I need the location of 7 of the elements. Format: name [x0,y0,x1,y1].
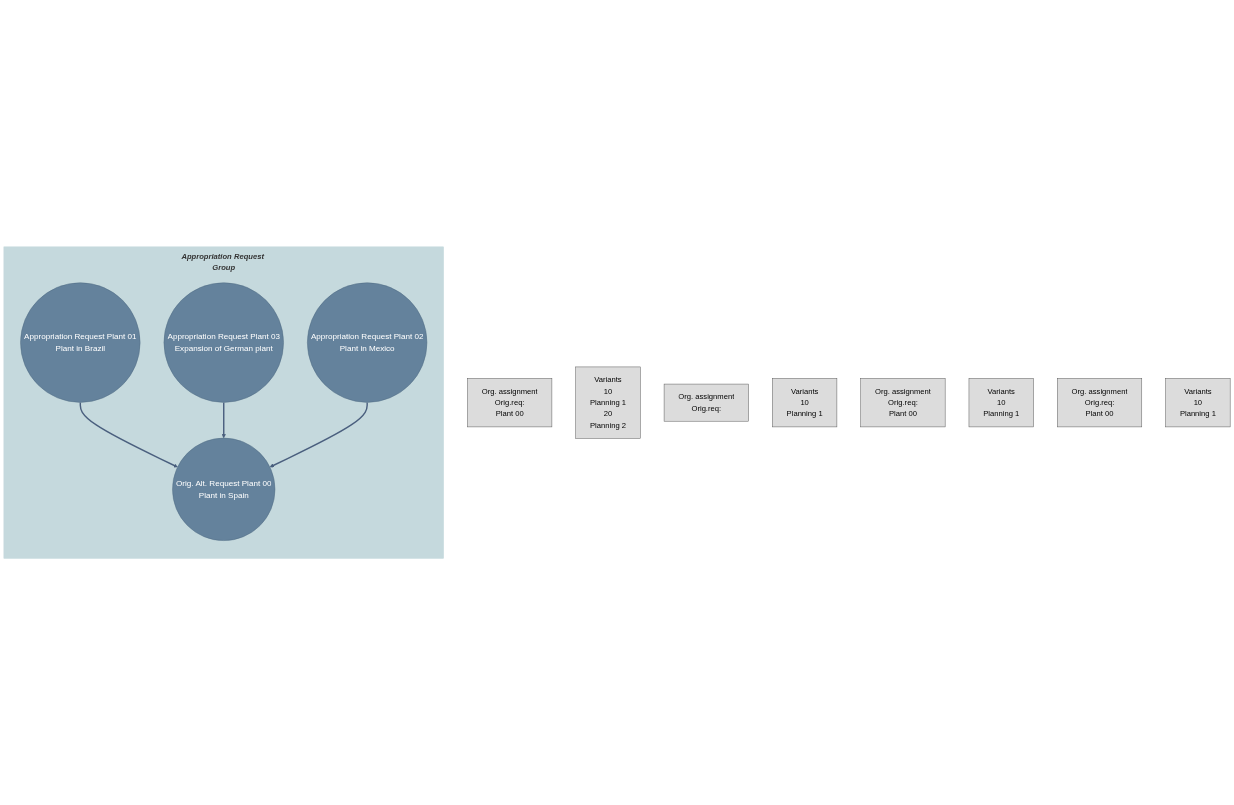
arrow [269,401,368,468]
arrow [221,401,226,439]
node-circle: Orig. Alt. Request Plant 00 Plant in Spain [172,437,276,541]
arrow [79,401,178,468]
node-circle: Appropriation Request Plant 01 Plant in Brazil [20,282,141,403]
node-circle: Appropriation Request Plant 02 Plant in Mexico [307,282,428,403]
node-circle: Appropriation Request Plant 03 Expansion of German plant [163,282,284,403]
